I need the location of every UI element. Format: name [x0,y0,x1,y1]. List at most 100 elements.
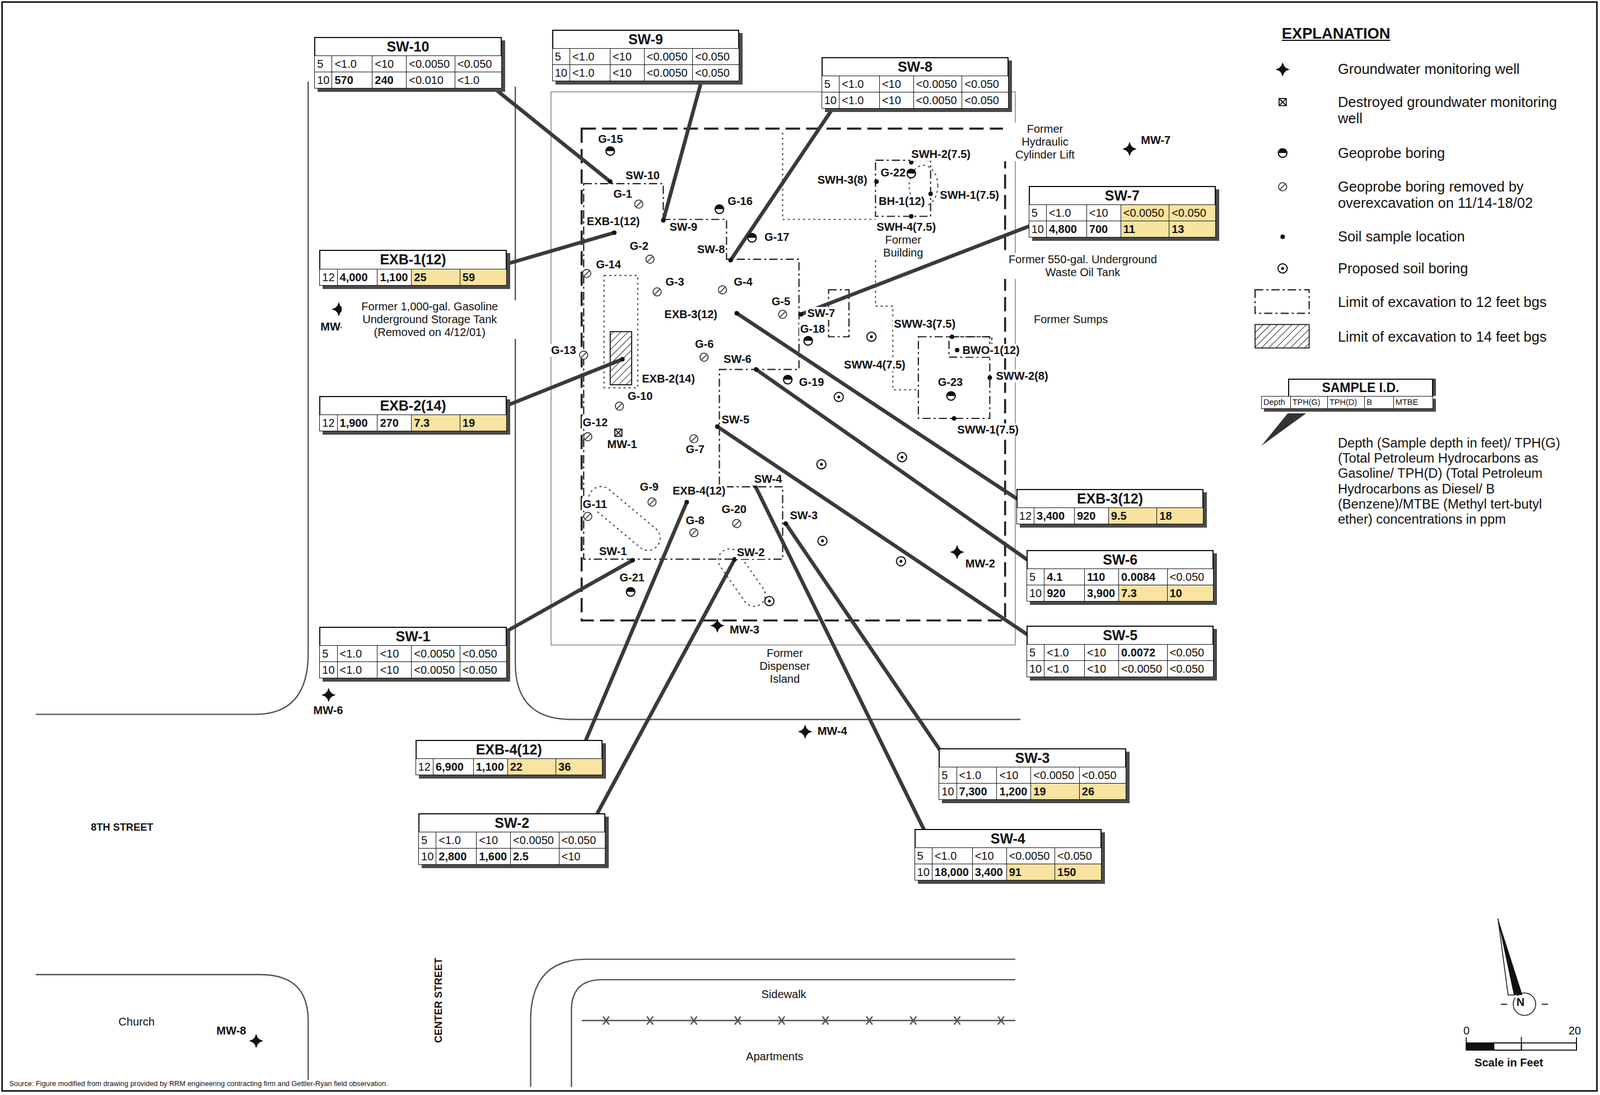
map-label: G-2 [628,239,650,253]
table-cell: <10 [1086,204,1121,221]
map-label: SW-2 [735,546,767,559]
map-label: SW-4 [753,472,784,486]
map-label: Former 550-gal. Underground Waste Oil Ta… [1000,253,1166,279]
table-cell: <1.0 [1044,660,1085,678]
result-table: 126,9001,1002236 [415,758,603,776]
map-label: SWW-4(7.5) [842,358,907,372]
map-label: G-5 [770,295,792,309]
table-cell: 12 [319,268,338,286]
table-heading: EXB-4(12) [415,739,603,759]
table-row: 104,8007001113 [1028,220,1216,237]
map-label: G-3 [664,275,685,289]
map-label: G-7 [684,442,706,456]
map-label: SW-6 [722,352,753,366]
map-label: SW-8 [696,243,727,256]
table-cell: <0.0050 [644,64,693,82]
table-cell: <0.050 [962,76,1009,93]
table-cell: 12 [319,414,338,432]
table-cell: <10 [972,847,1007,864]
legend-text: Geoprobe boring removed by overexcavatio… [1336,178,1584,212]
map-label: EXPLANATION [1280,24,1392,43]
table-cell: <0.0050 [644,48,693,65]
table-cell: 2.5 [510,848,559,865]
map-label: G-8 [684,514,706,527]
result-table: 54.11100.0084<0.050109203,9007.310 [1026,568,1214,602]
result-table: DepthTPH(G)TPH(D)BMTBE [1261,395,1434,409]
map-label: G-15 [596,132,625,146]
table-cell: 7,300 [956,782,997,800]
result-table: 5<1.0<10<0.0050<0.0501018,0003,40091150 [914,847,1102,881]
table-cell: <10 [609,64,645,82]
table-heading: SAMPLE I.D. [1288,378,1434,396]
table-cell: <1.0 [569,48,610,65]
table-cell: 59 [459,268,507,286]
result-table: 5<1.0<10<0.0050<0.05010<1.0<10<0.0050<0.… [319,645,507,679]
map-label: SW-5 [720,413,751,427]
map-label: Former Dispenser Island [749,646,820,686]
map-label: EXB-3(12) [663,308,719,321]
table-cell: <0.0050 [510,832,559,849]
map-label: G-22 [879,166,908,180]
table-cell: <1.0 [1046,204,1087,221]
sample-table: EXB-2(14)121,9002707.319 [319,395,507,432]
table-cell: 12 [415,758,433,776]
map-label: 0 [1462,1024,1471,1038]
map-label: EXB-2(14) [640,372,697,386]
sample-table: SW-35<1.0<10<0.0050<0.050107,3001,200192… [938,748,1126,800]
table-cell: <0.050 [454,55,502,72]
sample-table: SW-15<1.0<10<0.0050<0.05010<1.0<10<0.005… [319,626,507,679]
sample-table: SW-105<1.0<10<0.0050<0.05010570240<0.010… [314,36,502,89]
table-cell: 5 [1028,204,1047,221]
table-cell: <10 [879,76,914,93]
table-cell: <0.050 [459,645,507,662]
table-row: 5<1.0<10<0.0050<0.050 [1028,204,1216,221]
table-cell: 9.5 [1108,507,1157,525]
legend-text: Limit of excavation to 12 feet bgs [1336,294,1584,311]
table-row: 126,9001,1002236 [415,758,603,776]
table-cell: 1,200 [996,782,1032,800]
sample-table: EXB-3(12)123,4009209.518 [1016,488,1204,525]
table-cell: 13 [1169,220,1216,237]
result-table: 123,4009209.518 [1016,507,1204,525]
table-cell: 2,800 [436,848,477,865]
table-cell: <10 [996,766,1032,783]
map-label: MW-7 [1139,133,1172,147]
table-row: 102,8001,6002.5<10 [418,848,606,865]
table-row: 10<1.0<10<0.0050<0.050 [552,64,739,82]
table-cell: 7.3 [1118,585,1168,602]
map-label: SW-9 [668,220,699,234]
map-label: G-23 [936,375,965,389]
table-cell: 19 [1031,782,1080,800]
table-cell: <10 [377,661,412,678]
table-cell: 5 [314,55,333,72]
map-label: SW-3 [788,509,819,522]
table-heading: SW-2 [418,813,606,832]
map-label: G-14 [594,258,623,272]
table-cell: <1.0 [839,76,880,93]
table-cell: <1.0 [839,92,880,109]
sample-table: SW-95<1.0<10<0.0050<0.05010<1.0<10<0.005… [552,29,740,82]
table-cell: 18,000 [931,863,973,880]
table-cell: <0.050 [1079,766,1126,783]
table-cell: <10 [879,92,914,109]
map-label: BWO-1(12) [961,343,1021,357]
table-row: 5<1.0<10<0.0050<0.050 [821,76,1009,93]
map-label: SW-10 [624,169,661,183]
table-cell: 700 [1086,220,1121,237]
table-row: 5<1.0<10<0.0050<0.050 [552,48,739,65]
table-cell: 10 [914,863,932,880]
column-heading: Depth [1261,395,1291,409]
result-table: 5<1.0<10<0.0050<0.05010570240<0.010<1.0 [314,55,502,89]
table-heading: SW-7 [1028,185,1216,205]
table-cell: 3,400 [1034,507,1075,525]
table-cell: <1.0 [1044,644,1085,661]
result-table: 121,9002707.319 [319,414,507,432]
map-label: G-11 [581,497,609,511]
table-cell: 1,100 [377,268,412,286]
table-heading: EXB-2(14) [319,395,507,415]
table-cell: 5 [1026,644,1044,661]
map-label: G-9 [638,480,660,494]
table-row: 10<1.0<10<0.0050<0.050 [1026,660,1214,678]
